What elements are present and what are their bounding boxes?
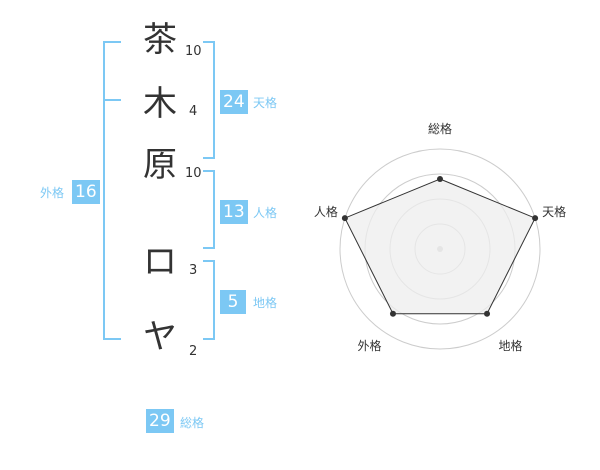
soukaku-label: 総格 — [180, 416, 205, 430]
radar-axis-label-3: 地格 — [498, 338, 522, 353]
jinkaku-label: 人格 — [253, 206, 278, 220]
radar-point-4 — [389, 310, 396, 317]
gaikaku-label: 外格 — [40, 186, 65, 200]
radar-axis-label-1: 総格 — [428, 121, 452, 136]
tenkaku-value-badge: 24 — [220, 90, 248, 114]
gaikaku-value-badge: 16 — [72, 180, 100, 204]
radar-axis-label-5: 人格 — [314, 204, 338, 219]
tenkaku-label: 天格 — [253, 96, 278, 110]
stroke-count-4: 3 — [189, 263, 198, 278]
jinkaku-value-badge: 13 — [220, 200, 248, 224]
chikaku-value-badge: 5 — [220, 290, 246, 314]
radar-shape — [344, 178, 536, 315]
name-char-3: 原 — [143, 145, 177, 185]
radar-polygon — [344, 178, 536, 315]
radar-point-3 — [484, 310, 491, 317]
radar-axis-label-4: 外格 — [357, 338, 381, 353]
stroke-count-1: 10 — [185, 44, 202, 59]
stroke-count-5: 2 — [189, 344, 198, 359]
name-char-1: 茶 — [143, 20, 177, 60]
name-char-5: ヤ — [143, 317, 177, 357]
chikaku-label: 地格 — [253, 296, 278, 310]
radar-axis-label-2: 天格 — [542, 204, 566, 219]
radar-point-1 — [437, 176, 443, 182]
stroke-count-2: 4 — [189, 104, 198, 119]
radar-point-2 — [532, 215, 539, 222]
stroke-count-3: 10 — [185, 166, 202, 181]
radar-point-5 — [341, 215, 348, 222]
name-char-2: 木 — [143, 84, 177, 124]
soukaku-value-badge: 29 — [146, 409, 174, 433]
radar-points — [341, 176, 539, 317]
name-char-4: ロ — [143, 242, 177, 282]
